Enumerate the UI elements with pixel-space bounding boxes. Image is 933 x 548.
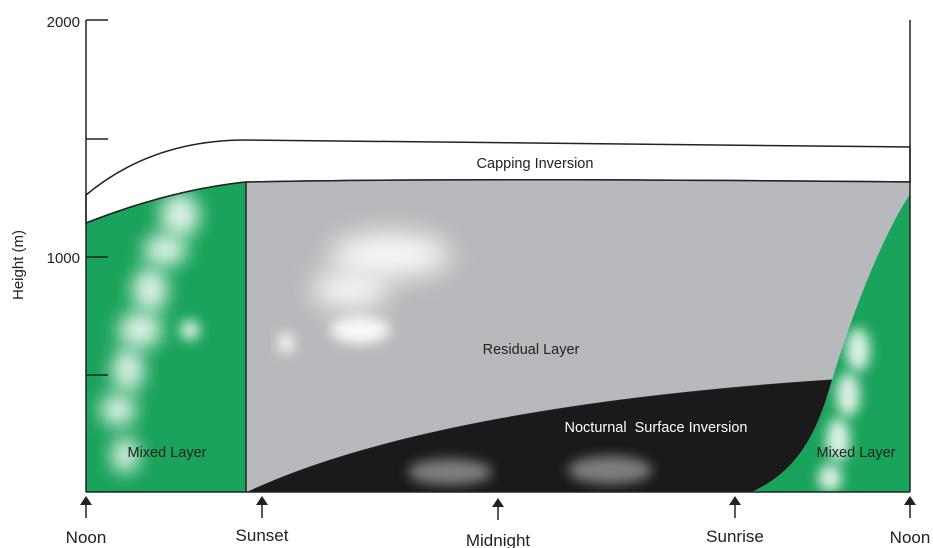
- time-label-noon-end: Noon: [890, 528, 931, 547]
- residual-layer-label: Residual Layer: [483, 342, 580, 358]
- nocturnal-inversion-label: Nocturnal Surface Inversion: [565, 420, 748, 436]
- residual-layer-region: [246, 179, 910, 492]
- time-label-sunrise: Sunrise: [706, 527, 764, 546]
- mixed-layer-right-region: [752, 194, 910, 492]
- mixed-layer-left-label: Mixed Layer: [128, 445, 207, 461]
- time-arrow-sunset: [256, 496, 268, 518]
- time-label-sunset: Sunset: [236, 526, 289, 545]
- mixed-layer-left-region: [86, 182, 246, 492]
- nocturnal-inversion-region: [248, 380, 832, 492]
- mixed-layer-right-label: Mixed Layer: [817, 445, 896, 461]
- time-arrow-sunrise: [729, 496, 741, 518]
- residual-top-line: [85, 178, 911, 224]
- time-label-noon-start: Noon: [66, 528, 107, 547]
- y-tick-label-2000: 2000: [47, 14, 80, 31]
- y-tick-label-1000: 1000: [47, 250, 80, 267]
- capping-inversion-label: Capping Inversion: [477, 156, 594, 172]
- nocturnal-top-line: [247, 379, 833, 493]
- time-arrow-noon-end: [904, 496, 916, 518]
- y-axis-title: Height (m): [10, 230, 27, 300]
- time-arrow-noon-start: [80, 496, 92, 518]
- time-arrow-midnight: [492, 498, 504, 520]
- time-label-midnight: Midnight: [466, 531, 531, 548]
